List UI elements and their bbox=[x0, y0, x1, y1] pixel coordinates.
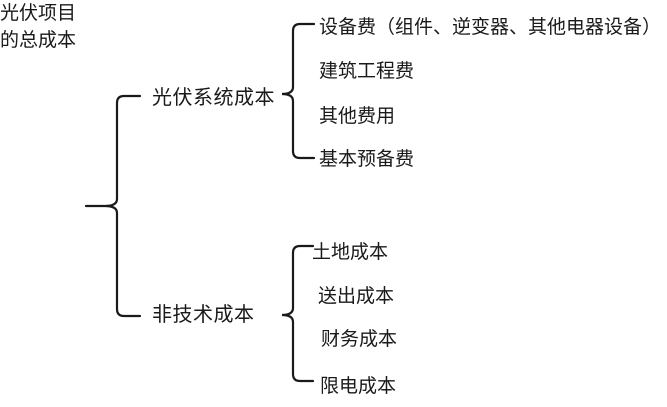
branch-pv-system-cost: 光伏系统成本 bbox=[152, 87, 275, 109]
root-node-label-line2: 的总成本 bbox=[0, 30, 77, 51]
leaf-land-cost: 土地成本 bbox=[312, 242, 389, 263]
non-technical-cost-curly-brace bbox=[281, 244, 315, 383]
leaf-equipment-cost: 设备费（组件、逆变器、其他电器设备） bbox=[319, 17, 662, 38]
branch-non-technical-cost: 非技术成本 bbox=[152, 304, 255, 326]
root-node-total-cost: 光伏项目 的总成本 bbox=[0, 0, 667, 54]
leaf-curtailment-cost: 限电成本 bbox=[320, 376, 397, 397]
root-node-label-line1: 光伏项目 bbox=[0, 3, 77, 24]
leaf-transmission-cost: 送出成本 bbox=[318, 286, 395, 307]
leaf-other-fees: 其他费用 bbox=[319, 106, 396, 127]
leaf-basic-reserve-fee: 基本预备费 bbox=[319, 149, 415, 170]
root-curly-brace bbox=[104, 94, 142, 318]
leaf-financial-cost: 财务成本 bbox=[321, 329, 398, 350]
leaf-construction-cost: 建筑工程费 bbox=[319, 61, 415, 82]
